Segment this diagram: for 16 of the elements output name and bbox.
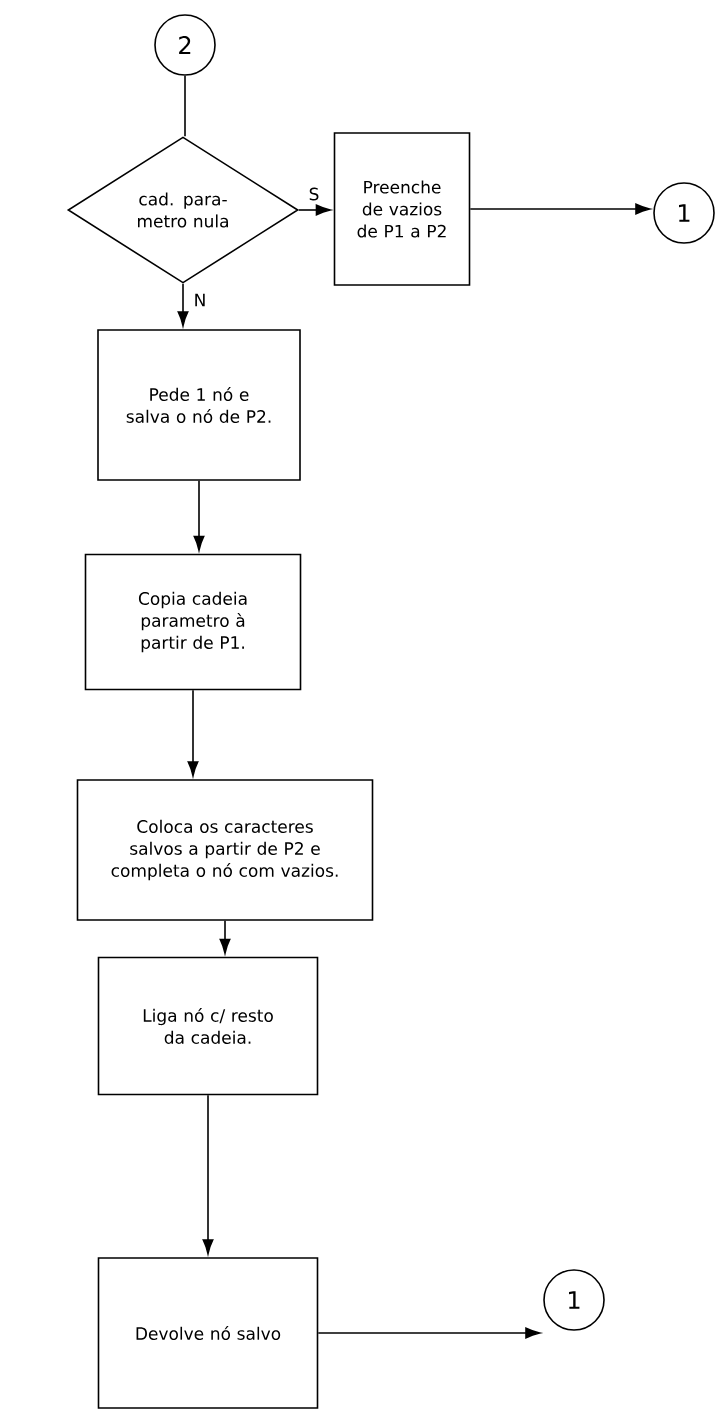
arrow [187,689,199,777]
process-box: Liga nó c/ resto da cadeia. [97,956,319,1096]
process-box: Copia cadeia parametro à partir de P1. [84,553,302,691]
edge-label: S [307,186,321,202]
arrow [469,203,651,215]
process-box: Devolve nó salvo [97,1257,319,1409]
arrow [202,1094,214,1255]
arrow [193,480,205,551]
arrow [298,204,331,216]
arrow [177,283,189,327]
process-box: Coloca os caracteres salvos a partir de P2 e completa o nó com vazios. [76,779,374,921]
edge-label: N [192,292,208,308]
process-box: Pede 1 nó e salva o nó de P2. [97,329,301,481]
arrow [219,920,231,954]
arrow [317,1327,541,1339]
process-box: Preenche de vazios de P1 a P2 [333,132,471,286]
